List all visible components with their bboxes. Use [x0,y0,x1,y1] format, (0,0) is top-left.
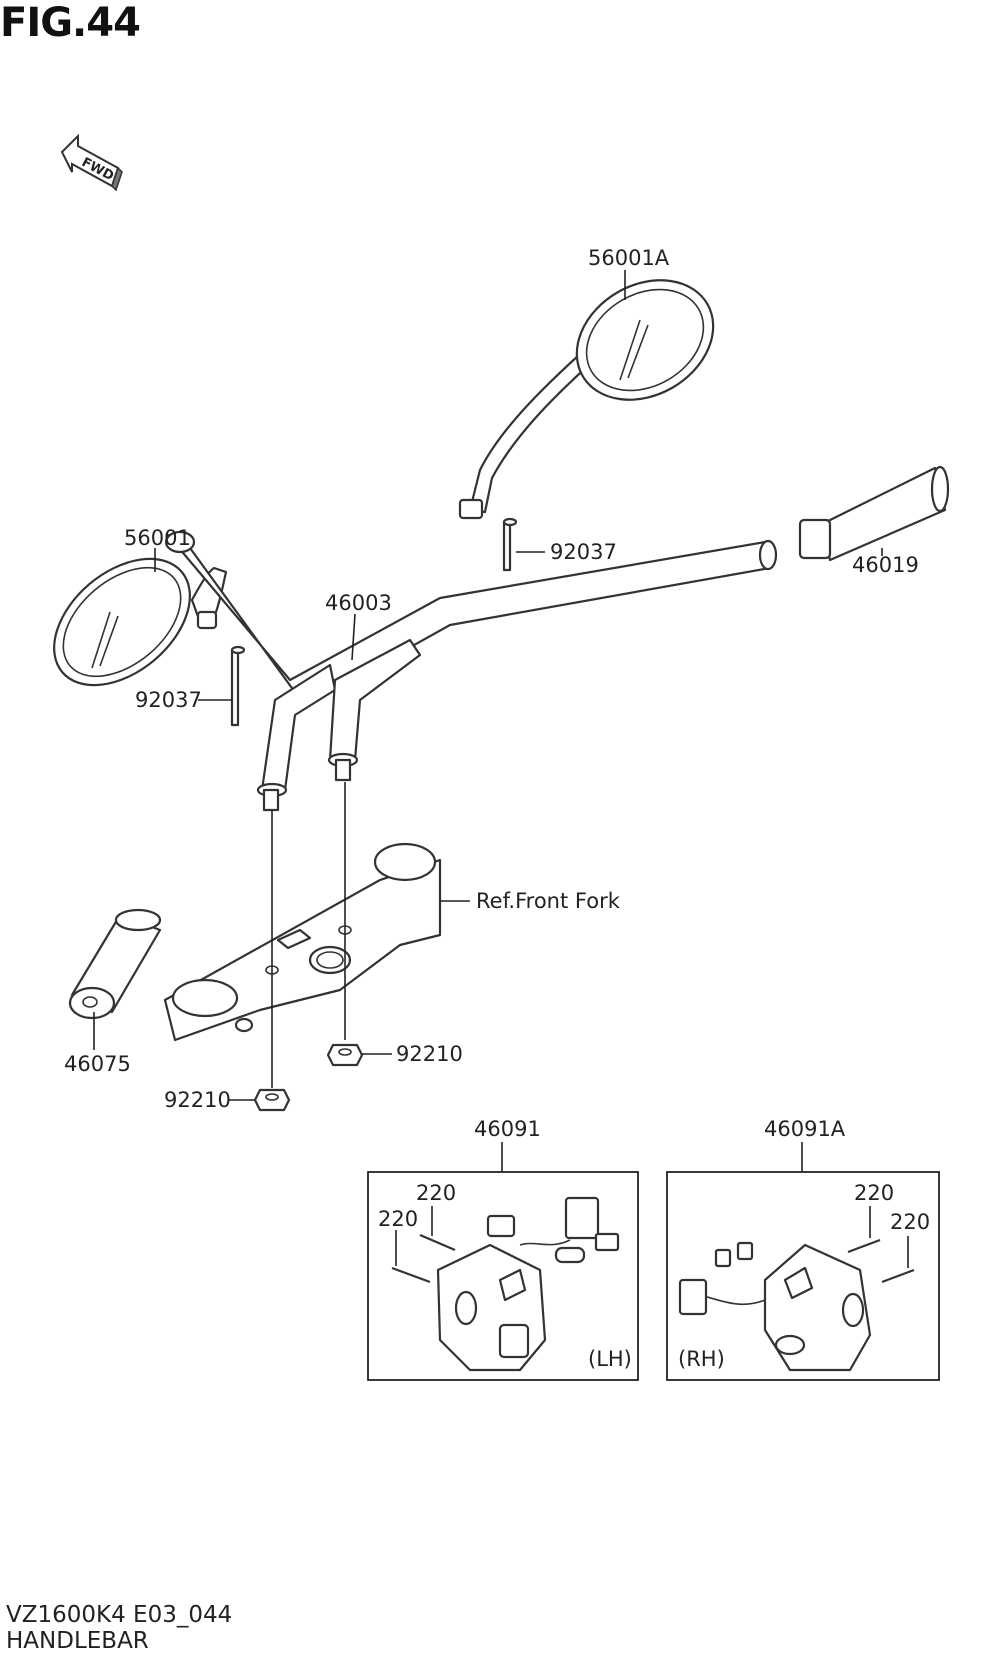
callout-handlebar: 46003 [325,591,392,615]
callout-mirror-rh: 56001A [588,246,670,270]
callout-cable-tie-lh: 92037 [135,688,202,712]
fwd-arrow-icon: FWD [60,133,123,192]
handlebar [164,530,778,812]
switch-box-rh-tag: (RH) [678,1347,725,1371]
mirror-rh [458,279,715,520]
callout-screw-lh-upper: 220 [416,1181,456,1205]
screw-lh-lower [391,1266,431,1284]
model-code: VZ1600K4 E03_044 [6,1602,233,1628]
figure-title: FIG.44 [0,0,141,46]
nut-rh [326,1043,364,1067]
section-name: HANDLEBAR [6,1628,149,1654]
nut-lh [253,1088,291,1112]
callout-mirror-lh: 56001 [124,526,191,550]
callout-switch-rh: 46091A [764,1117,846,1141]
switch-box-lh-tag: (LH) [588,1347,632,1371]
grip-rh [798,465,950,562]
callout-nut-rh: 92210 [396,1042,463,1066]
callout-screw-lh-lower: 220 [378,1207,418,1231]
screw-rh-lower [881,1268,915,1284]
cable-tie-rh [502,517,518,572]
screw-lh-upper [419,1233,456,1252]
handlebar-clamp-bracket [163,842,442,1042]
callout-ref-front-fork: Ref.Front Fork [476,889,621,913]
mirror-lh [53,557,228,687]
callout-switch-lh: 46091 [474,1117,541,1141]
screw-rh-upper [847,1238,881,1254]
callout-grip-rh: 46019 [852,553,919,577]
switch-housing-lh [436,1196,620,1372]
callout-grip-lh: 46075 [64,1052,131,1076]
grip-lh [68,908,162,1020]
callout-screw-rh-lower: 220 [890,1210,930,1234]
callout-cable-tie-rh: 92037 [550,540,617,564]
cable-tie-lh [230,645,246,727]
callout-screw-rh-upper: 220 [854,1181,894,1205]
switch-housing-rh [678,1241,872,1372]
callout-nut-lh: 92210 [164,1088,231,1112]
